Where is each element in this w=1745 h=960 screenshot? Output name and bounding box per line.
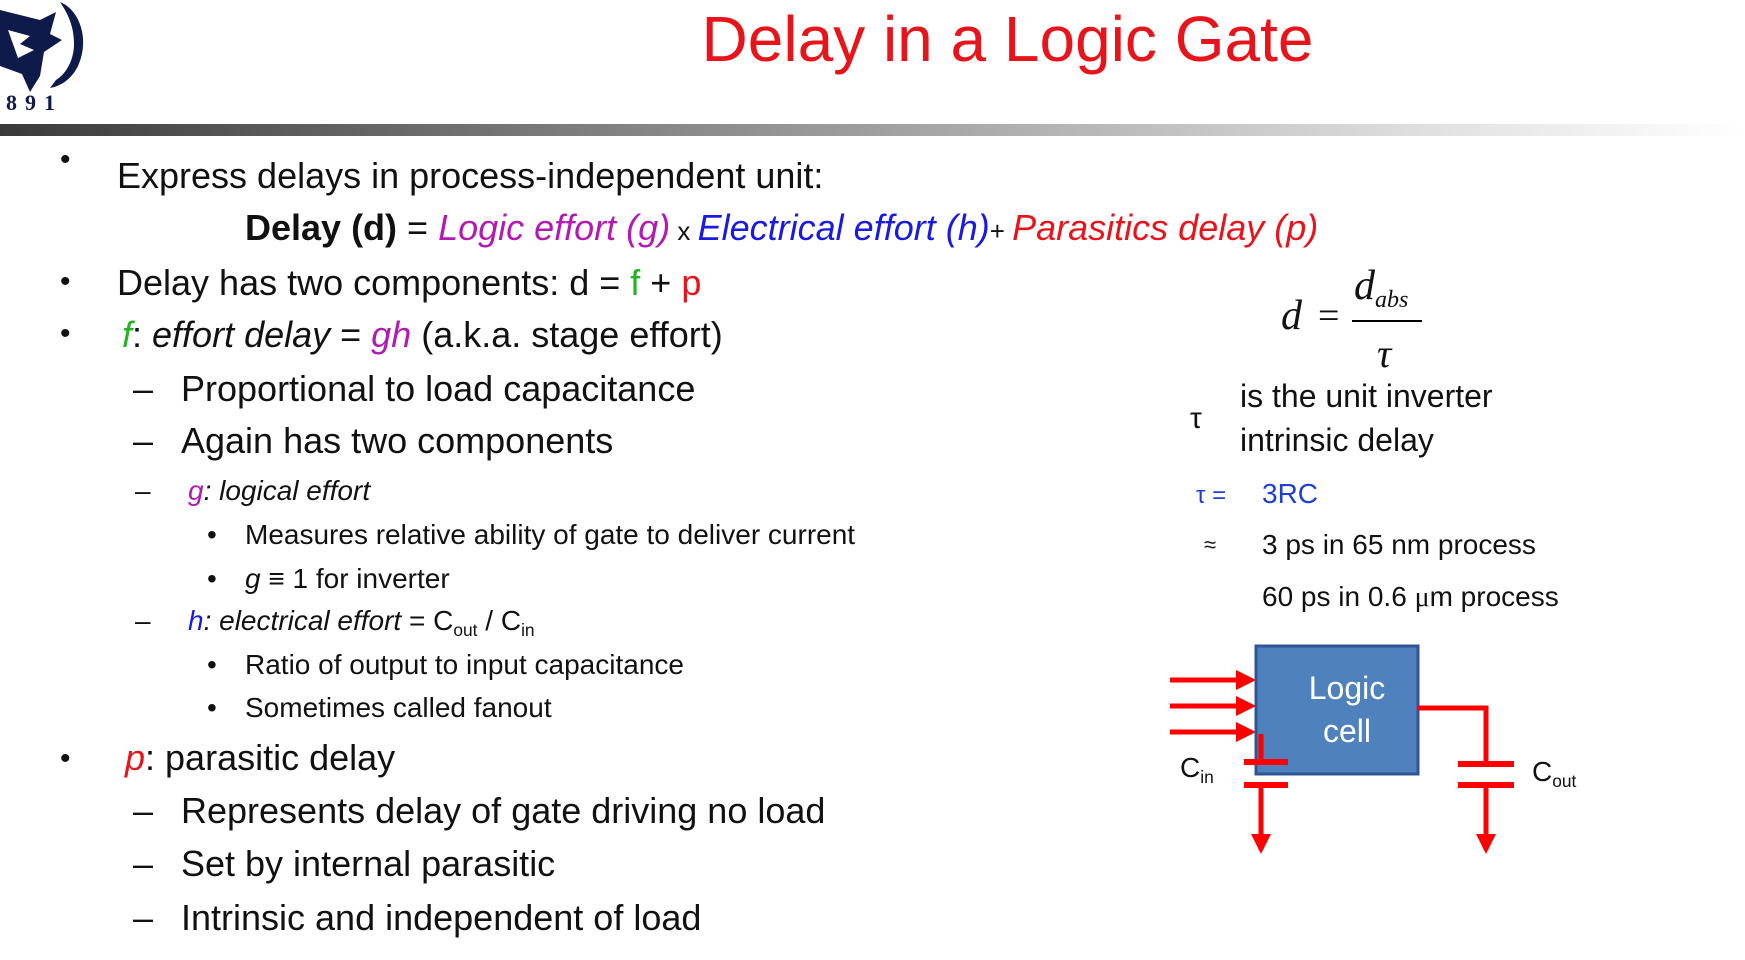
equiv-sign: ≡ [268, 563, 285, 594]
dash: – [135, 475, 151, 506]
p06-post: m process [1429, 581, 1559, 612]
bullet-dot: • [60, 265, 71, 298]
d-symbol: d [1281, 293, 1302, 339]
g-inverter-text: 1 for inverter [292, 563, 450, 594]
logic-cell-label-1: Logic [1308, 670, 1386, 706]
formula-electrical-effort: Electrical effort (h) [697, 207, 990, 248]
logo-year: 891 [6, 90, 63, 115]
cout-c: C [1532, 756, 1553, 787]
cout-sub: out [1552, 771, 1577, 792]
formula-plus: + [989, 216, 1013, 246]
dash: – [133, 368, 154, 409]
formula-logic-effort: Logic effort (g) [438, 207, 671, 248]
bullet-dot: • [207, 692, 217, 723]
fraction-line [1352, 320, 1422, 322]
bullet-dot: • [207, 519, 217, 550]
equals-sign: = [1318, 295, 1340, 337]
h-symbol: h [188, 605, 204, 636]
formula-times: x [670, 216, 698, 246]
h-sub-ratio: Ratio of output to input capacitance [245, 649, 684, 680]
h-sub-fanout: Sometimes called fanout [245, 692, 552, 723]
bullet-effort-delay: f: effort delay = gh (a.k.a. stage effor… [122, 314, 723, 356]
b3-f: f [122, 314, 133, 355]
b3-effort: effort delay [152, 314, 331, 355]
sub-two-components: Again has two components [181, 420, 614, 461]
bullet-dot: • [207, 649, 217, 680]
logic-cell-diagram [1170, 644, 1514, 854]
sub-proportional-load: Proportional to load capacitance [181, 368, 696, 409]
eagle-logo [0, 0, 100, 120]
process-06um: 60 ps in 0.6 μm process [1262, 581, 1559, 614]
dash: – [133, 843, 154, 884]
g-italic: g [245, 563, 261, 594]
b2-p: p [681, 262, 702, 303]
logical-effort-heading: g: logical effort [188, 475, 370, 507]
bullet-dot: • [60, 742, 71, 775]
bullet-dot: • [60, 143, 71, 176]
logic-cell-label-2: cell [1322, 713, 1371, 749]
cin-c: C [1180, 752, 1201, 783]
delay-formula: Delay (d) = Logic effort (g) x Electrica… [245, 207, 1318, 249]
b3-eq: = [330, 314, 372, 355]
tau-3rc: 3RC [1262, 478, 1319, 509]
dabs-d: d [1354, 263, 1375, 309]
tau-denominator: τ [1377, 331, 1392, 376]
g-symbol: g [188, 475, 204, 506]
electrical-effort-heading: h: electrical effort = Cout / Cin [188, 605, 535, 641]
tau-description-1: is the unit inverter [1240, 378, 1493, 414]
h-rest: : electrical effort [203, 605, 402, 636]
b2-text: Delay has two components: d = [117, 262, 631, 303]
tau-equals: τ = [1196, 482, 1227, 509]
h-slash: / C [477, 605, 522, 636]
formula-eq: = [397, 207, 439, 248]
g-rest: : logical effort [203, 475, 371, 506]
b3-gh: gh [371, 314, 412, 355]
dash: – [135, 605, 151, 636]
g-sub-inverter: g ≡ 1 for inverter [245, 563, 450, 595]
h-in-sub: in [521, 620, 535, 641]
b4-p: p [125, 737, 146, 778]
bullet-dot: • [60, 317, 71, 350]
b2-plus: + [640, 262, 682, 303]
bullet-two-components: Delay has two components: d = f + p [117, 262, 701, 304]
tau-description-2: intrinsic delay [1240, 422, 1434, 458]
tau-symbol: τ [1190, 402, 1202, 435]
h-eq: = C [401, 605, 454, 636]
slide-title: Delay in a Logic Gate [701, 3, 1314, 75]
formula-parasitics-delay: Parasitics delay (p) [1012, 207, 1319, 248]
h-out-sub: out [453, 620, 478, 641]
cin-sub: in [1200, 767, 1214, 788]
g-sub-measures: Measures relative ability of gate to del… [245, 519, 856, 550]
mu-symbol: μ [1414, 582, 1430, 613]
process-65nm: 3 ps in 65 nm process [1262, 529, 1536, 560]
title-underline-bar [0, 124, 1745, 136]
bullet-express-delays: Express delays in process-independent un… [117, 155, 824, 196]
b3-post: (a.k.a. stage effort) [411, 314, 723, 355]
logic-cell-box [1254, 644, 1420, 776]
approx-sign: ≈ [1204, 532, 1217, 557]
cout-label: Cout [1532, 756, 1577, 792]
bullet-parasitic-delay: p: parasitic delay [125, 737, 395, 779]
formula-lhs: Delay (d) [245, 207, 398, 248]
p06-pre: 60 ps in 0.6 [1262, 581, 1415, 612]
sub-no-load: Represents delay of gate driving no load [181, 790, 826, 831]
dash: – [133, 790, 154, 831]
sub-internal-parasitic: Set by internal parasitic [181, 843, 556, 884]
dash: – [133, 420, 154, 461]
dash: – [133, 897, 154, 938]
dabs-sub: abs [1375, 287, 1409, 313]
cin-label: Cin [1180, 752, 1214, 788]
output-wire [1418, 705, 1489, 764]
b3-colon: : [132, 314, 153, 355]
b4-rest: : parasitic delay [145, 737, 396, 778]
sub-intrinsic: Intrinsic and independent of load [181, 897, 702, 938]
bullet-dot: • [207, 563, 217, 594]
dabs-numerator: dabs [1354, 262, 1409, 313]
b2-f: f [630, 262, 641, 303]
